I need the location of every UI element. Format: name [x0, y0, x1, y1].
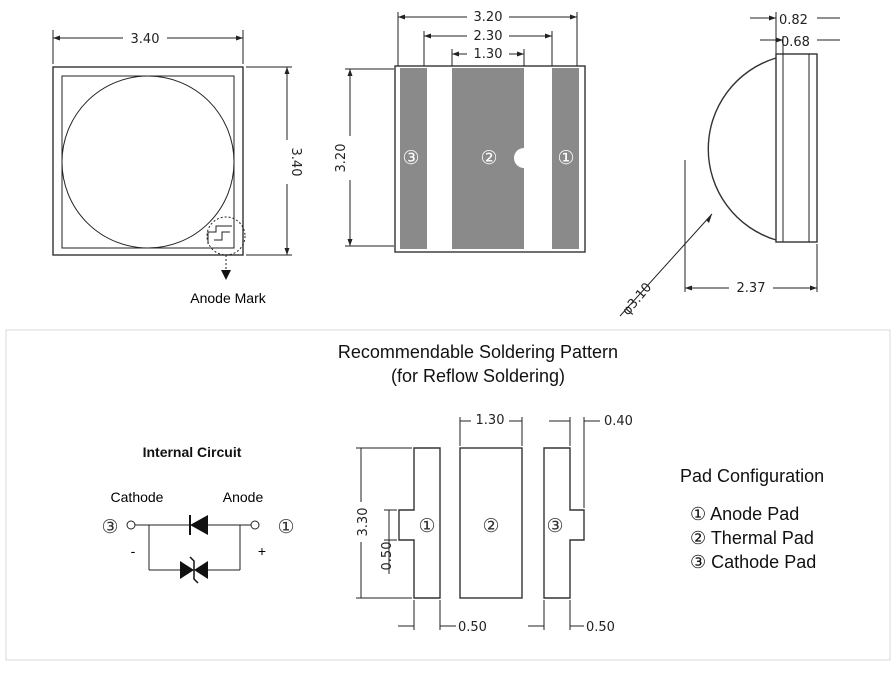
- soldering-panel: [5, 329, 891, 661]
- soldering-title-line1: Recommendable Soldering Pattern: [338, 342, 618, 362]
- anode-mark-highlight: [206, 216, 246, 256]
- pad-config-item-2: ② Thermal Pad: [690, 528, 814, 548]
- height-dimension-label: 3.40: [288, 148, 303, 177]
- led-diode-symbol: [190, 515, 208, 535]
- solder-pad-3: [543, 447, 585, 599]
- side-length-label: 2.37: [737, 281, 766, 296]
- cathode-label: Cathode: [111, 489, 164, 505]
- side-dim-082: 0.82: [779, 13, 808, 28]
- anode-mark-arrow: [221, 270, 231, 280]
- dome-lens: [707, 57, 777, 241]
- plus-sign: +: [258, 543, 266, 559]
- width-dimension-label: 3.40: [131, 32, 160, 47]
- soldering-pattern: ① ② ③ 1.30 0.40 3.30 0.50 0.50: [354, 413, 633, 635]
- pad-2-thermal: [452, 68, 524, 249]
- solder-dim-offset: 0.40: [604, 414, 633, 429]
- diameter-label: φ3.10: [620, 280, 656, 318]
- pad-number-1: ①: [557, 147, 574, 169]
- side-body: [775, 53, 818, 243]
- pad-config-title: Pad Configuration: [680, 466, 824, 486]
- anode-mark-symbol: [207, 225, 232, 244]
- lens-circle: [61, 75, 235, 249]
- pad-number-2: ②: [480, 147, 497, 169]
- solder-dim-right-bottom: 0.50: [586, 620, 615, 635]
- side-dim-068: 0.68: [781, 35, 810, 50]
- solder-pad-2: [459, 447, 523, 599]
- solder-dim-height: 3.30: [356, 508, 371, 537]
- solder-pad-1: [398, 447, 441, 599]
- solder-pad-number-2: ②: [482, 515, 499, 537]
- solder-dim-left-bottom: 0.50: [458, 620, 487, 635]
- terminal-1: ①: [277, 516, 294, 538]
- mid-width-label: 2.30: [474, 29, 503, 44]
- solder-dim-notch: 0.50: [380, 542, 395, 571]
- tvs-diode-symbol: [180, 561, 194, 579]
- anode-mark-label: Anode Mark: [190, 290, 266, 306]
- solder-pad-number-1: ①: [418, 515, 435, 537]
- pad-configuration: Pad Configuration ① Anode Pad ② Thermal …: [680, 466, 824, 572]
- top-view: Anode Mark 3.40 3.40: [52, 30, 303, 306]
- side-view: 0.82 0.68 φ3.10 2.37: [620, 12, 840, 319]
- lens-frame: [61, 75, 235, 249]
- pad-config-item-1: ① Anode Pad: [690, 504, 799, 524]
- anode-label: Anode: [223, 489, 264, 505]
- bottom-outline: [394, 65, 586, 253]
- soldering-title-line2: (for Reflow Soldering): [391, 366, 565, 386]
- circuit-title: Internal Circuit: [143, 444, 242, 460]
- bottom-height-label: 3.20: [334, 144, 349, 173]
- minus-sign: -: [131, 543, 136, 559]
- package-outline: [52, 66, 244, 256]
- solder-dim-width: 1.30: [476, 413, 505, 428]
- bottom-view: ③ ② ① 3.20 2.30 1.30 3.20: [334, 9, 586, 253]
- pad-config-item-3: ③ Cathode Pad: [690, 552, 816, 572]
- outer-width-label: 3.20: [474, 10, 503, 25]
- internal-circuit: Internal Circuit Cathode Anode ③ ① - +: [101, 444, 295, 584]
- inner-width-label: 1.30: [474, 47, 503, 62]
- terminal-3: ③: [101, 516, 118, 538]
- pad-number-3: ③: [402, 147, 419, 169]
- pad-3-cathode: [400, 68, 427, 249]
- pad-1-anode: [552, 68, 579, 249]
- diameter-leader: [619, 213, 713, 317]
- solder-pad-number-3: ③: [546, 515, 563, 537]
